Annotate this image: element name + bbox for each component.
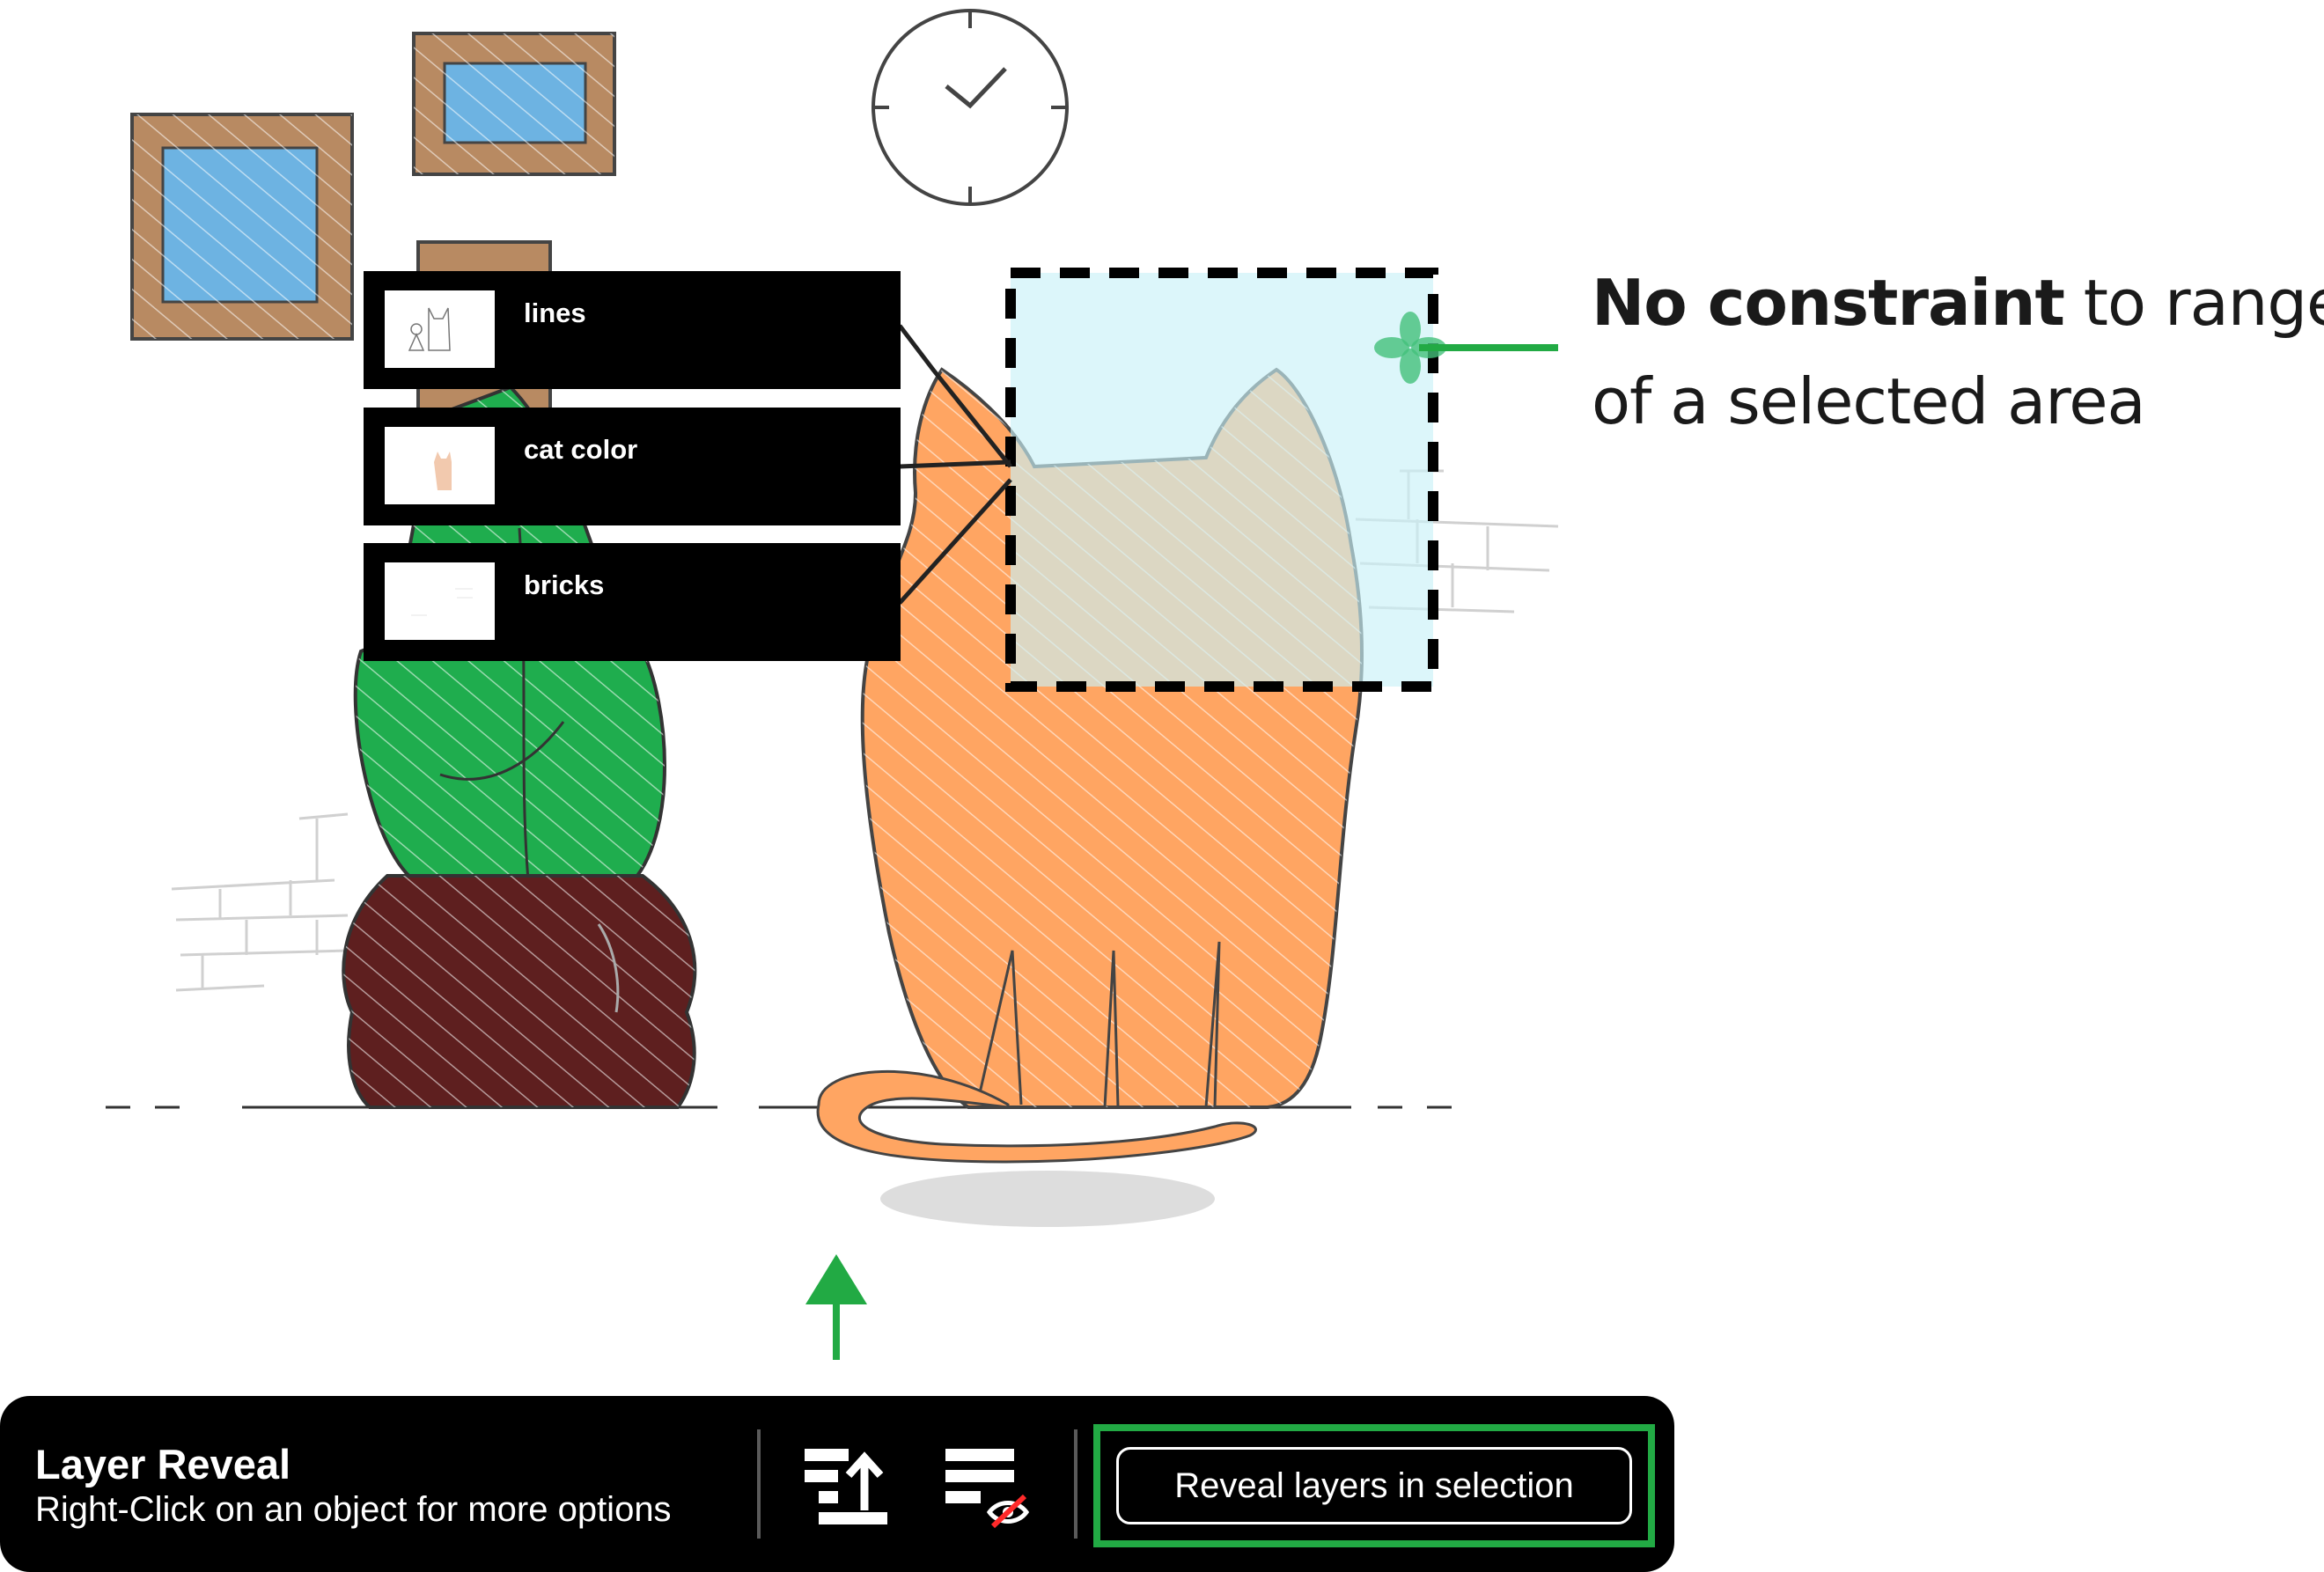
move-cursor-icon [1374,312,1446,384]
layer-thumbnail [385,562,495,640]
selection-area[interactable] [1005,268,1438,692]
layer-reveal-toolbar: Layer Reveal Right-Click on an object fo… [0,1396,1674,1572]
toolbar-divider [1074,1429,1077,1539]
toolbar-divider [757,1429,761,1539]
layer-thumbnail [385,290,495,368]
layer-item-cat-color[interactable]: cat color [364,408,901,525]
flower-pot [342,874,697,1109]
up-arrow-indicator [805,1254,867,1360]
annotation-line1-rest: to range [2063,266,2324,340]
annotation-caption: No constraint to range of a selected area [1592,253,2324,451]
picture-frame-large [130,113,354,341]
layer-item-lines[interactable]: lines [364,271,901,389]
layer-hide-icon[interactable] [944,1442,1032,1530]
picture-frame-small [412,32,616,176]
toolbar-subtitle: Right-Click on an object for more option… [35,1490,672,1529]
layer-thumbnail [385,427,495,504]
cat-shadow [880,1171,1215,1227]
layer-move-up-icon[interactable] [803,1442,891,1530]
toolbar-title: Layer Reveal [35,1441,291,1488]
annotation-line2: of a selected area [1592,364,2146,438]
annotation-bold: No constraint [1592,266,2065,340]
layer-label-lines: lines [524,298,586,328]
layer-item-bricks[interactable]: bricks [364,543,901,661]
wall-bricks-left [171,812,349,992]
wall-clock [872,9,1069,206]
layer-leader-lines [898,324,1012,605]
layer-label-bricks: bricks [524,569,605,600]
reveal-button-highlight: Reveal layers in selection [1093,1424,1655,1547]
reveal-layers-button[interactable]: Reveal layers in selection [1116,1447,1632,1524]
layer-label-cat-color: cat color [524,434,638,465]
